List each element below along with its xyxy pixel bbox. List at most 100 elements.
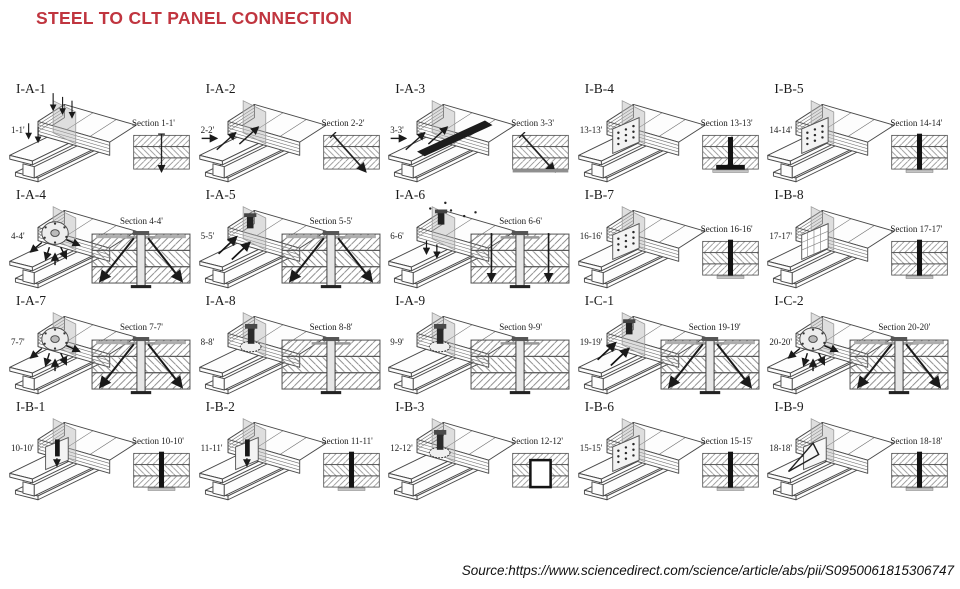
section-label: Section 3-3' bbox=[511, 118, 555, 128]
isometric-drawing bbox=[385, 89, 517, 184]
connection-cell: I-B-9 bbox=[764, 398, 954, 504]
isometric-drawing bbox=[6, 89, 138, 184]
connection-cell: I-A-7 bbox=[6, 292, 196, 398]
section-detail-drawing bbox=[132, 450, 191, 492]
cell-label: I-A-5 bbox=[205, 187, 236, 202]
page-title: STEEL TO CLT PANEL CONNECTION bbox=[36, 8, 353, 28]
isometric-drawing bbox=[6, 195, 138, 290]
connection-cell: I-C-2 bbox=[764, 292, 954, 398]
cell-label: I-C-1 bbox=[584, 293, 615, 308]
connection-cell: I-B-3 bbox=[385, 398, 575, 504]
connection-cell: I-A-9 bbox=[385, 292, 575, 398]
isometric-drawing bbox=[6, 407, 138, 502]
section-label: Section 7-7' bbox=[120, 322, 163, 332]
cell-label: I-B-8 bbox=[774, 187, 804, 202]
cell-label: I-A-3 bbox=[395, 81, 426, 96]
section-detail-drawing bbox=[890, 132, 949, 174]
isometric-drawing bbox=[575, 301, 707, 396]
isometric-drawing bbox=[764, 407, 896, 502]
section-label: Section 10-10' bbox=[132, 436, 184, 446]
section-detail-drawing bbox=[511, 132, 570, 174]
section-detail-drawing bbox=[890, 450, 949, 492]
connection-cell: I-B-4 bbox=[575, 80, 765, 186]
section-label: Section 9-9' bbox=[499, 322, 543, 332]
connection-cell: I-C-1 bbox=[575, 292, 765, 398]
isometric-drawing bbox=[196, 89, 328, 184]
section-detail-drawing bbox=[469, 230, 571, 289]
cell-label: I-A-8 bbox=[205, 293, 236, 308]
section-detail-drawing bbox=[132, 132, 191, 174]
connection-cell: I-B-2 bbox=[196, 398, 386, 504]
section-cut-label: 3-3' bbox=[390, 125, 404, 135]
section-detail-drawing bbox=[90, 230, 192, 289]
cell-label: I-B-5 bbox=[774, 81, 804, 96]
section-label: Section 12-12' bbox=[511, 436, 564, 446]
section-cut-label: 17-17' bbox=[769, 231, 793, 241]
connection-cell: I-A-4 bbox=[6, 186, 196, 292]
section-cut-label: 15-15' bbox=[579, 443, 603, 453]
cell-label: I-B-3 bbox=[395, 399, 425, 414]
isometric-drawing bbox=[764, 301, 896, 396]
connection-cell: I-A-8 bbox=[196, 292, 386, 398]
cell-label: I-B-4 bbox=[584, 81, 615, 96]
cell-label: I-A-2 bbox=[205, 81, 236, 96]
isometric-drawing bbox=[764, 89, 896, 184]
connection-cell: I-A-2 bbox=[196, 80, 386, 186]
section-cut-label: 11-11' bbox=[200, 443, 223, 453]
section-detail-drawing bbox=[701, 238, 760, 280]
section-detail-drawing bbox=[848, 336, 950, 395]
section-cut-label: 13-13' bbox=[579, 125, 603, 135]
section-detail-drawing bbox=[90, 336, 192, 395]
section-cut-label: 20-20' bbox=[769, 337, 793, 347]
isometric-drawing bbox=[6, 301, 138, 396]
connection-grid: I-A-1 bbox=[6, 80, 954, 504]
section-detail-drawing bbox=[701, 132, 760, 174]
isometric-drawing bbox=[575, 195, 707, 290]
section-label: Section 19-19' bbox=[688, 322, 741, 332]
cell-label: I-B-1 bbox=[16, 399, 46, 414]
connection-cell: I-B-1 bbox=[6, 398, 196, 504]
cell-label: I-B-2 bbox=[205, 399, 235, 414]
section-cut-label: 14-14' bbox=[769, 125, 793, 135]
section-label: Section 18-18' bbox=[890, 436, 943, 446]
section-label: Section 11-11' bbox=[321, 436, 373, 446]
section-label: Section 8-8' bbox=[309, 322, 353, 332]
section-label: Section 5-5' bbox=[309, 216, 353, 226]
section-detail-drawing bbox=[511, 450, 570, 492]
isometric-drawing bbox=[575, 89, 707, 184]
section-label: Section 14-14' bbox=[890, 118, 943, 128]
cell-label: I-A-6 bbox=[395, 187, 426, 202]
section-label: Section 16-16' bbox=[700, 224, 753, 234]
connection-cell: I-B-6 bbox=[575, 398, 765, 504]
connection-cell: I-A-6 bbox=[385, 186, 575, 292]
section-label: Section 1-1' bbox=[132, 118, 175, 128]
isometric-drawing bbox=[385, 407, 517, 502]
section-label: Section 13-13' bbox=[700, 118, 753, 128]
isometric-drawing bbox=[575, 407, 707, 502]
isometric-drawing bbox=[764, 195, 896, 290]
section-detail-drawing bbox=[322, 132, 381, 174]
cell-label: I-B-7 bbox=[584, 187, 615, 202]
section-detail-drawing bbox=[659, 336, 761, 395]
connection-cell: I-A-1 bbox=[6, 80, 196, 186]
section-detail-drawing bbox=[322, 450, 381, 492]
section-label: Section 17-17' bbox=[890, 224, 943, 234]
cell-label: I-C-2 bbox=[774, 293, 804, 308]
section-detail-drawing bbox=[890, 238, 949, 280]
section-detail-drawing bbox=[469, 336, 571, 395]
cell-label: I-A-1 bbox=[16, 81, 46, 96]
source-citation: Source:https://www.sciencedirect.com/sci… bbox=[461, 563, 954, 578]
section-detail-drawing bbox=[280, 230, 382, 289]
section-label: Section 15-15' bbox=[700, 436, 753, 446]
cell-label: I-A-7 bbox=[16, 293, 46, 308]
section-cut-label: 9-9' bbox=[390, 337, 404, 347]
connection-cell: I-B-7 bbox=[575, 186, 765, 292]
section-cut-label: 4-4' bbox=[11, 231, 25, 241]
section-detail-drawing bbox=[701, 450, 760, 492]
section-label: Section 2-2' bbox=[321, 118, 365, 128]
connection-cell: I-A-3 bbox=[385, 80, 575, 186]
cell-label: I-A-9 bbox=[395, 293, 426, 308]
section-cut-label: 7-7' bbox=[11, 337, 25, 347]
cell-label: I-B-9 bbox=[774, 399, 804, 414]
section-cut-label: 5-5' bbox=[200, 231, 215, 241]
